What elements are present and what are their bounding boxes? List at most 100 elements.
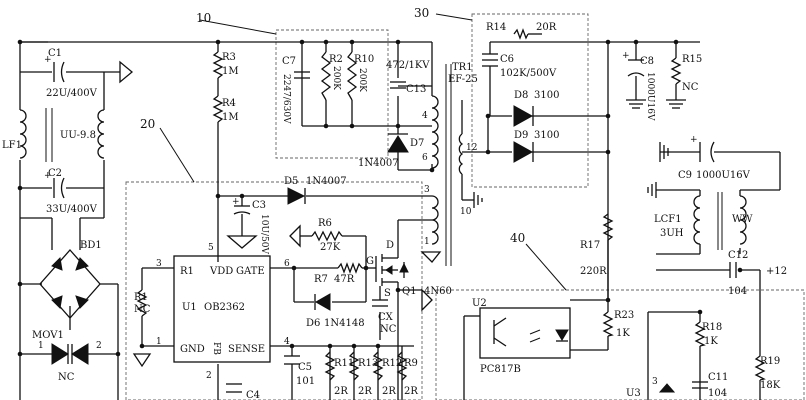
r14-ref: R14: [486, 22, 506, 33]
r15-value: NC: [682, 82, 699, 93]
resistor-r14: [513, 28, 529, 40]
capacitor-c12: [729, 262, 737, 278]
ground-icon: [420, 251, 442, 263]
d9-value: 3100: [534, 130, 559, 141]
cx-ref: CX: [378, 312, 394, 323]
u3-pin3: 3: [652, 377, 658, 387]
r6-ref: R6: [318, 218, 332, 229]
capacitor-c9: +: [690, 135, 715, 163]
mov1-pin1: 1: [38, 341, 44, 351]
regulator-u3: [658, 383, 676, 393]
resistor-r3: [212, 51, 224, 79]
block-label-40: 40: [510, 231, 525, 245]
lf1-value: UU-9.8: [60, 130, 96, 141]
wires: [19, 33, 781, 400]
r3-value: 1M: [222, 66, 239, 77]
c7-value: 2247/630V: [281, 74, 291, 124]
d7-value: 1N4007: [358, 158, 399, 169]
r9-ref: R9: [404, 358, 418, 369]
ground-icon: [626, 96, 646, 109]
c4-ref: C4: [246, 390, 260, 400]
capacitor-c7: [294, 71, 310, 79]
block-outlines: [125, 13, 805, 400]
transformer-tr1: [431, 64, 464, 266]
ground-icon: [659, 142, 669, 162]
c11-ref: C11: [708, 372, 728, 383]
u1-pin1-num: 1: [156, 337, 162, 347]
d6-value: 1N4148: [324, 318, 365, 329]
ground-icon: [226, 235, 258, 249]
mosfet-q1: [375, 252, 409, 286]
r18-value: 1K: [704, 336, 718, 347]
u1-ref: U1: [182, 302, 197, 313]
resistor-r2: [320, 51, 332, 101]
capacitor-cx: [372, 299, 388, 307]
c1-ref: C1: [48, 48, 62, 59]
c12-ref: C12: [728, 250, 748, 261]
r2-ref: R2: [329, 54, 343, 65]
u1-pin5-num: 5: [208, 243, 214, 253]
resistor-r11: [324, 351, 336, 381]
u2-part: PC817B: [480, 364, 521, 375]
u1-pin2-num: 2: [206, 371, 212, 381]
optocoupler-u2: [479, 307, 571, 359]
c13-value: 472/1KV: [386, 60, 430, 71]
svg-text:+: +: [44, 55, 52, 65]
u1-part: OB2362: [204, 302, 245, 313]
cx-value: NC: [380, 324, 397, 335]
d8-ref: D8: [514, 90, 528, 101]
r11-value: 2R: [334, 386, 348, 397]
capacitor-c8: +: [622, 51, 645, 77]
r7-ref: R7: [314, 274, 328, 285]
u1-pin4-num: 4: [284, 337, 290, 347]
u1-pin3-num: 3: [156, 259, 162, 269]
svg-text:+: +: [44, 171, 52, 181]
inductor-lf1: [19, 108, 105, 162]
u2-ref: U2: [472, 298, 487, 309]
c8-ref: C8: [640, 56, 654, 67]
c9-value: 1000U16V: [696, 170, 751, 181]
ground-icon: [473, 192, 483, 208]
output-voltage: +12: [766, 266, 787, 277]
c2-value: 33U/400V: [46, 204, 98, 215]
resistor-r4: [212, 95, 224, 123]
r23-ref: R23: [614, 310, 634, 321]
c5-value: 101: [296, 376, 315, 387]
junction-dots: [17, 39, 743, 357]
d5-value: 1N4007: [306, 176, 347, 187]
c13-ref: C13: [406, 84, 426, 95]
d7-ref: D7: [410, 138, 424, 149]
c12-value: 104: [728, 286, 747, 297]
lcf1-ref: LCF1: [654, 214, 682, 225]
resistor-r7: [337, 262, 363, 274]
u3-ref: U3: [626, 388, 641, 399]
tr1-pin1: 1: [424, 237, 430, 247]
resistor-r19: [754, 355, 766, 381]
c8-value: 1000U16V: [645, 72, 655, 121]
capacitor-c1: +: [44, 55, 65, 83]
mov1-pin2: 2: [96, 341, 102, 351]
d9-ref: D9: [514, 130, 528, 141]
resistor-r9: [396, 351, 408, 381]
q1-drain: D: [386, 240, 394, 251]
ground-icon: [666, 96, 686, 109]
r6-value: 27K: [320, 242, 341, 253]
r13-ref: R13: [358, 358, 378, 369]
c9-ref: C9: [678, 170, 692, 181]
resistor-r13: [348, 351, 360, 381]
q1-gate: G: [366, 256, 374, 267]
u1-pin-gate: GATE: [236, 266, 265, 277]
svg-text:+: +: [622, 51, 630, 61]
varistor-mov1: [51, 343, 89, 365]
diode-d7: [387, 133, 409, 153]
c3-value: 10U/50V: [259, 214, 269, 255]
u1-pin6-num: 6: [284, 259, 290, 269]
ground-icon: [132, 353, 152, 368]
inductor-lcf1: [656, 190, 747, 255]
resistor-r6: [311, 230, 343, 242]
capacitor-c6: [482, 53, 498, 67]
r2-value: 200K: [331, 66, 341, 90]
resistor-r1: [136, 289, 148, 317]
resistor-r17: [602, 213, 614, 241]
